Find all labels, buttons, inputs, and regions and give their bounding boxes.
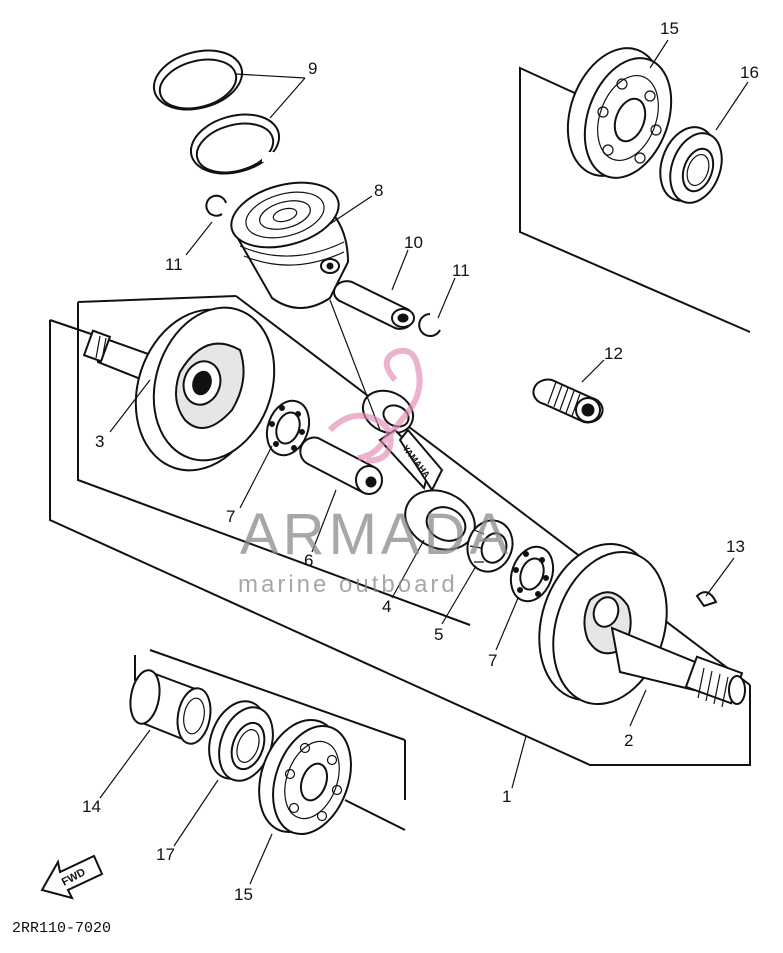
piston-ring-lower [189, 113, 281, 175]
bearing-lower [258, 718, 352, 836]
leader-lines [99, 39, 749, 885]
callout-12: 12 [604, 344, 623, 363]
callouts: 9 8 10 11 11 12 3 7 6 4 5 7 13 2 1 14 17… [82, 19, 759, 904]
callout-11-right: 11 [452, 261, 470, 280]
callout-9: 9 [308, 59, 317, 78]
watermark: ARMADA marine outboard [238, 347, 512, 598]
thrust-washer-left [265, 399, 311, 457]
callout-15-upper: 15 [660, 19, 679, 38]
callout-11-left: 11 [165, 255, 183, 274]
callout-15-lower: 15 [234, 885, 253, 904]
piston-ring-upper [152, 49, 244, 111]
piston [230, 181, 350, 309]
oil-seal-lower [208, 700, 274, 782]
crank-half-left [82, 306, 276, 472]
crank-half-right [538, 542, 746, 708]
callout-7-left: 7 [226, 507, 235, 526]
callout-6: 6 [304, 551, 313, 570]
callout-3: 3 [95, 432, 104, 451]
upper-bearing-outline [519, 66, 751, 333]
crank-pin [299, 436, 383, 495]
bearing-upper [566, 47, 673, 179]
collar [129, 669, 212, 745]
callout-4: 4 [382, 597, 391, 616]
big-end-bearing [466, 519, 514, 573]
callout-17: 17 [156, 845, 175, 864]
callout-1: 1 [502, 787, 511, 806]
small-end-bearing [532, 378, 604, 424]
woodruff-key [695, 591, 718, 608]
callout-8: 8 [374, 181, 383, 200]
oil-seal-upper [659, 126, 723, 204]
piston-pin [333, 280, 415, 330]
watermark-tagline: marine outboard [238, 571, 458, 598]
fwd-arrow-icon: FWD [40, 854, 104, 900]
callout-10: 10 [404, 233, 423, 252]
callout-16: 16 [740, 63, 759, 82]
callout-5: 5 [434, 625, 443, 644]
reference-code: 2RR110-7020 [12, 920, 111, 937]
watermark-brand: ARMADA [240, 502, 512, 567]
lower-bearing-outline [134, 649, 406, 831]
circlip-left [205, 194, 227, 217]
watermark-logo-icon [327, 347, 423, 464]
callout-7-right: 7 [488, 651, 497, 670]
callout-14: 14 [82, 797, 101, 816]
thrust-washer-right [509, 545, 555, 603]
circlip-right [418, 313, 441, 337]
callout-2: 2 [624, 731, 633, 750]
callout-13: 13 [726, 537, 745, 556]
